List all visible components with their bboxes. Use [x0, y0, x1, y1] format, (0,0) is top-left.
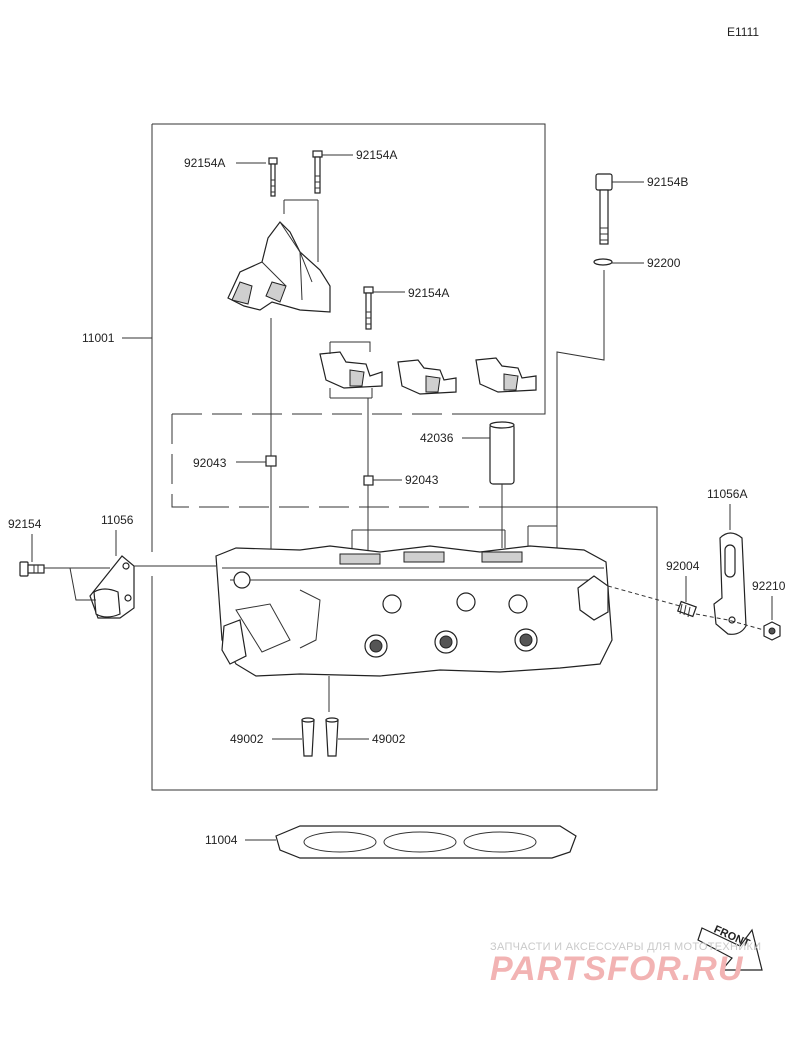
svg-text:11056A: 11056A — [707, 487, 747, 501]
callout-11056[interactable]: 11056 — [101, 513, 134, 556]
callout-42036[interactable]: 42036 — [420, 431, 490, 445]
svg-text:92043: 92043 — [405, 473, 439, 487]
svg-text:11001: 11001 — [82, 331, 115, 345]
diagram-code: E1111 — [727, 25, 759, 39]
bracket-11056[interactable] — [89, 555, 135, 619]
callout-92043-center[interactable]: 92043 — [373, 473, 439, 487]
callout-92154b[interactable]: 92154B — [612, 175, 688, 189]
bolt-92154a-left[interactable] — [268, 157, 278, 197]
svg-text:92200: 92200 — [647, 256, 681, 270]
svg-text:92154B: 92154B — [647, 175, 688, 189]
watermark: ЗАПЧАСТИ И АКСЕССУАРЫ ДЛЯ МОТОТЕХНИКИ PA… — [490, 941, 761, 988]
dowel-92043-center[interactable] — [363, 475, 374, 486]
callout-92154[interactable]: 92154 — [8, 517, 42, 562]
svg-text:92154: 92154 — [8, 517, 42, 531]
callout-11004[interactable]: 11004 — [205, 833, 276, 847]
pin-42036[interactable] — [489, 421, 515, 485]
leader-stud-line — [607, 585, 765, 631]
callout-49002-right[interactable]: 49002 — [338, 732, 406, 746]
callout-49002-left[interactable]: 49002 — [230, 732, 302, 746]
svg-text:11056: 11056 — [101, 513, 134, 527]
dowel-92043-left[interactable] — [265, 455, 277, 467]
callout-92200[interactable]: 92200 — [612, 256, 681, 270]
callout-11056a[interactable]: 11056A — [707, 487, 747, 530]
bolt-92154a-center[interactable] — [312, 150, 323, 194]
svg-text:92154A: 92154A — [184, 156, 225, 170]
washer-92200[interactable] — [593, 258, 613, 266]
svg-text:92043: 92043 — [193, 456, 227, 470]
stud-92004[interactable] — [677, 600, 697, 618]
bracket-11056a[interactable] — [713, 532, 747, 635]
svg-text:92210: 92210 — [752, 579, 786, 593]
svg-text:92154A: 92154A — [408, 286, 449, 300]
head-gasket-11004[interactable] — [275, 825, 577, 859]
leader-bolt-bracket — [44, 565, 216, 601]
camshaft-holder[interactable] — [227, 199, 331, 313]
cylinder-head[interactable] — [215, 545, 613, 677]
guide-49002-left[interactable] — [301, 717, 315, 757]
watermark-tagline: ЗАПЧАСТИ И АКСЕССУАРЫ ДЛЯ МОТОТЕХНИКИ — [490, 941, 761, 953]
bolt-92154a-lower[interactable] — [363, 286, 374, 330]
svg-text:49002: 49002 — [230, 732, 264, 746]
svg-text:11004: 11004 — [205, 833, 238, 847]
callout-92004[interactable]: 92004 — [666, 559, 700, 602]
bolt-92154b[interactable] — [595, 173, 613, 245]
callout-92210[interactable]: 92210 — [752, 579, 786, 620]
bolt-92154[interactable] — [19, 561, 45, 577]
leader-92200-to-head — [556, 270, 605, 548]
watermark-logo: PARTSFOR.RU — [490, 950, 744, 988]
callout-92154a-center[interactable]: 92154A — [322, 148, 397, 162]
guide-49002-right[interactable] — [325, 717, 339, 757]
svg-text:92004: 92004 — [666, 559, 700, 573]
callout-92154a-left[interactable]: 92154A — [184, 156, 266, 170]
callout-92043-left[interactable]: 92043 — [193, 456, 266, 470]
svg-text:49002: 49002 — [372, 732, 406, 746]
rocker-arm-group[interactable] — [319, 341, 537, 399]
nut-92210[interactable] — [763, 621, 781, 641]
callout-92154a-lower[interactable]: 92154A — [373, 286, 449, 300]
assembly-frame — [151, 123, 658, 791]
guide-lines-head — [351, 525, 557, 552]
callout-11001[interactable]: 11001 — [82, 331, 152, 345]
svg-text:42036: 42036 — [420, 431, 454, 445]
svg-text:92154A: 92154A — [356, 148, 397, 162]
